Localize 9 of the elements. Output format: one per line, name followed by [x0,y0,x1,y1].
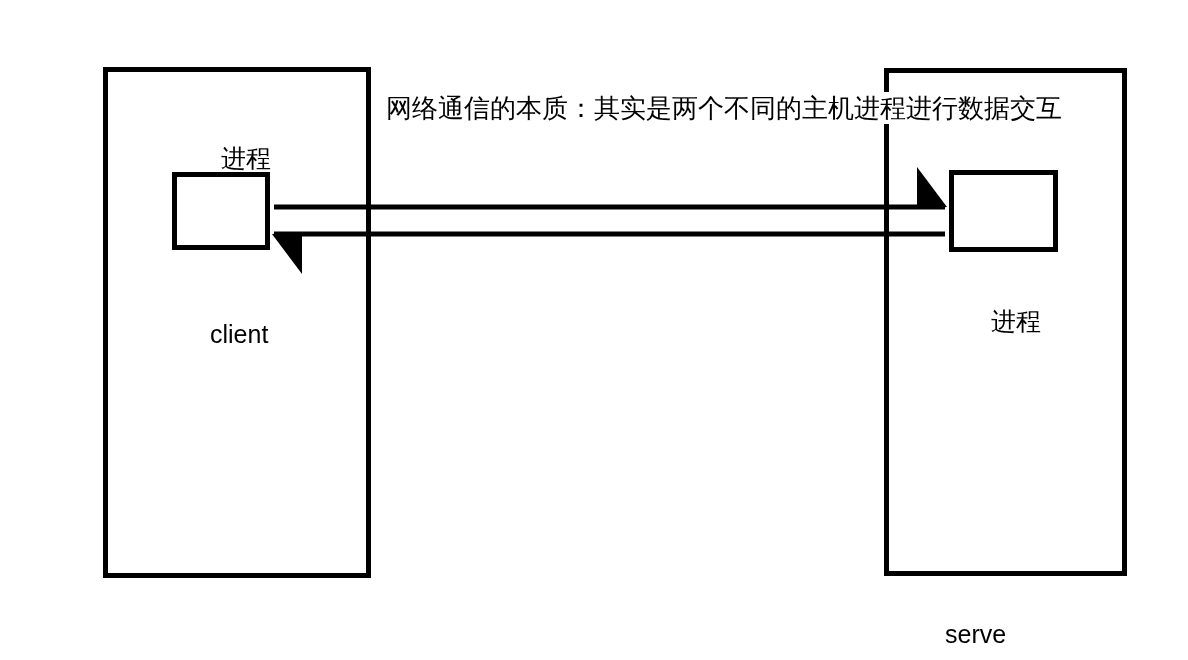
process-box [949,170,1058,252]
arrow [274,167,947,210]
host-caption: serve [945,619,1007,649]
host-box [103,67,371,578]
node-label: 进程 [991,306,1041,336]
node-label: 进程 [221,143,271,173]
node-label: client [210,319,269,349]
title: 网络通信的本质：其实是两个不同的主机进程进行数据交互 [386,92,1062,124]
arrow [272,231,945,274]
